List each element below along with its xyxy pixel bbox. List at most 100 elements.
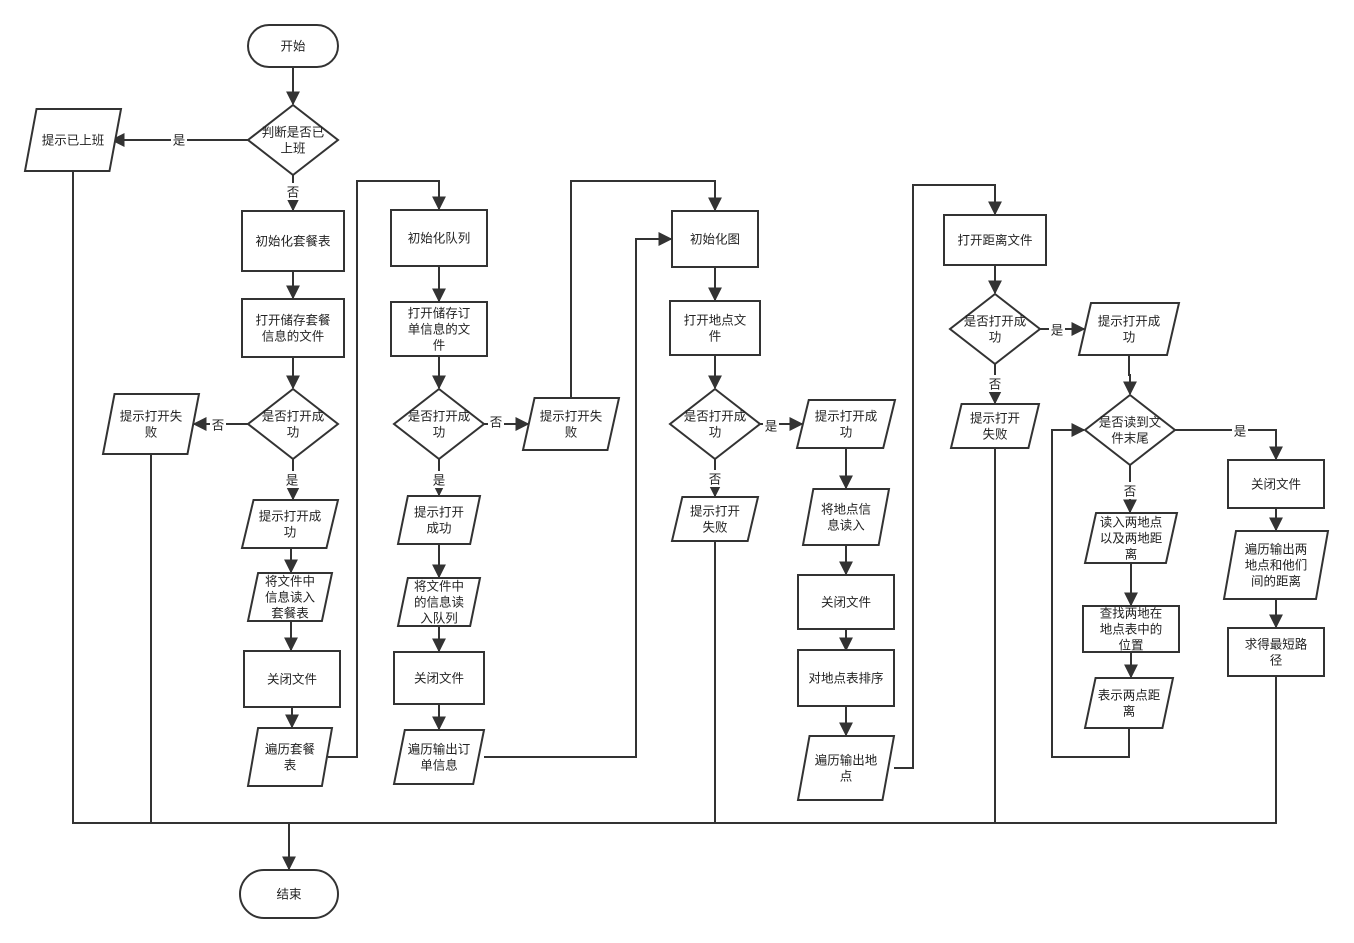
- node-order-success: 提示打开成功: [396, 495, 482, 545]
- svg-text:否: 否: [212, 418, 225, 433]
- node-dist-traverse: 遍历输出两地点和他们间的距离: [1222, 530, 1330, 600]
- node-label: 是否打开成功: [964, 314, 1027, 345]
- node-menu-open-ok: 是否打开成功: [246, 387, 340, 461]
- node-label: 表示两点距离: [1098, 688, 1161, 719]
- flowchart-nodes: 开始判断是否已上班提示已上班初始化套餐表打开储存套餐信息的文件是否打开成功提示打…: [23, 24, 1330, 919]
- svg-text:否: 否: [490, 415, 503, 430]
- node-open-dist-file: 打开距离文件: [943, 214, 1047, 266]
- node-start: 开始: [247, 24, 339, 68]
- node-label: 初始化队列: [408, 231, 471, 246]
- edge-label-dist-no: 否: [987, 375, 1003, 392]
- node-label: 打开储存订单信息的文件: [408, 306, 471, 353]
- node-label: 提示打开失败: [690, 504, 740, 535]
- edge-eof-yes: [1175, 429, 1283, 461]
- node-place-traverse: 遍历输出地点: [796, 735, 896, 801]
- edge-label-eof-no: 否: [1122, 482, 1138, 499]
- node-menu-read: 将文件中信息读入套餐表: [246, 572, 334, 622]
- svg-text:是: 是: [433, 473, 446, 488]
- node-open-place-file: 打开地点文件: [669, 300, 761, 356]
- node-label: 打开地点文件: [684, 313, 747, 344]
- node-label: 读入两地点以及两地距离: [1100, 515, 1163, 562]
- node-label: 初始化套餐表: [255, 234, 331, 249]
- node-label: 遍历输出地点: [815, 753, 878, 784]
- node-dist-repr: 表示两点距离: [1083, 677, 1175, 729]
- node-init-queue: 初始化队列: [390, 209, 488, 267]
- edge-label-place-yes: 是: [763, 417, 779, 434]
- node-label: 是否打开成功: [262, 409, 325, 440]
- edge-bus-main: [72, 171, 1277, 824]
- node-dist-fail: 提示打开失败: [949, 403, 1041, 449]
- node-menu-close: 关闭文件: [243, 650, 341, 708]
- node-dist-find: 查找两地在地点表中的位置: [1082, 605, 1180, 653]
- edge-menu-to-queue: [328, 180, 446, 758]
- node-place-success: 提示打开成功: [795, 399, 897, 449]
- flowchart-edges: [72, 67, 1283, 871]
- node-place-fail: 提示打开失败: [670, 496, 760, 542]
- node-order-close: 关闭文件: [393, 651, 485, 705]
- edge-label-menu-yes: 是: [284, 471, 300, 488]
- node-label: 将文件中的信息读入队列: [414, 579, 464, 626]
- node-place-close: 关闭文件: [797, 574, 895, 630]
- node-label: 关闭文件: [821, 595, 871, 610]
- edge-label-order-yes: 是: [431, 471, 447, 488]
- edge-place-to-dist: [894, 184, 1002, 769]
- svg-text:是: 是: [286, 473, 299, 488]
- node-label: 结束: [276, 887, 302, 902]
- node-label: 是否读到文件末尾: [1099, 415, 1162, 446]
- node-label: 将文件中信息读入套餐表: [265, 574, 316, 621]
- svg-text:否: 否: [1124, 484, 1137, 499]
- node-label: 关闭文件: [414, 671, 464, 686]
- node-init-graph: 初始化图: [671, 210, 759, 268]
- edge-label-dist-yes: 是: [1049, 321, 1065, 338]
- node-place-sort: 对地点表排序: [797, 649, 895, 707]
- node-label: 打开距离文件: [957, 233, 1032, 248]
- node-label: 对地点表排序: [808, 671, 883, 686]
- edge-label-place-no: 否: [707, 470, 723, 487]
- node-end: 结束: [239, 869, 339, 919]
- node-label: 求得最短路径: [1245, 637, 1308, 668]
- edge-label-order-no: 否: [488, 413, 504, 430]
- edge-label-eof-yes: 是: [1232, 422, 1248, 439]
- edge-label-menu-no: 否: [210, 416, 226, 433]
- svg-text:是: 是: [173, 133, 186, 148]
- svg-text:否: 否: [709, 472, 722, 487]
- node-order-fail: 提示打开失败: [521, 397, 621, 451]
- node-label: 遍历输出两地点和他们间的距离: [1245, 542, 1308, 589]
- node-label: 遍历套餐表: [265, 742, 316, 773]
- edge-order-to-graph: [484, 232, 673, 758]
- node-label: 关闭文件: [1251, 477, 1301, 492]
- node-label: 打开储存套餐信息的文件: [255, 313, 331, 344]
- node-label: 开始: [280, 39, 306, 54]
- node-label: 提示已上班: [42, 133, 105, 148]
- node-label: 判断是否已上班: [262, 125, 325, 156]
- node-menu-success: 提示打开成功: [240, 499, 340, 549]
- svg-text:是: 是: [1234, 424, 1247, 439]
- node-label: 提示打开失败: [540, 409, 603, 440]
- node-dist-success: 提示打开成功: [1077, 302, 1181, 356]
- node-label: 提示打开成功: [815, 409, 878, 440]
- node-check-onduty: 判断是否已上班: [246, 103, 340, 177]
- node-order-read: 将文件中的信息读入队列: [396, 577, 482, 627]
- node-dist-read: 读入两地点以及两地距离: [1083, 512, 1179, 564]
- edge-order-fail-to-graph: [570, 180, 722, 398]
- node-prompt-onduty: 提示已上班: [23, 108, 123, 172]
- node-open-order-file: 打开储存订单信息的文件: [390, 301, 488, 357]
- edge-loop-back: [1051, 423, 1130, 758]
- node-label: 提示打开失败: [970, 411, 1020, 442]
- node-dist-close: 关闭文件: [1227, 459, 1325, 509]
- node-label: 提示打开失败: [120, 409, 183, 440]
- node-dist-eof: 是否读到文件末尾: [1083, 393, 1177, 467]
- svg-text:否: 否: [989, 377, 1002, 392]
- node-label: 提示打开成功: [414, 505, 464, 536]
- svg-text:否: 否: [287, 185, 300, 200]
- node-menu-traverse: 遍历套餐表: [246, 727, 334, 787]
- node-label: 关闭文件: [267, 672, 317, 687]
- edge-label-onduty-no: 否: [285, 183, 301, 200]
- edge-label-onduty-yes: 是: [171, 131, 187, 148]
- edge-dist-success-eof: [1123, 355, 1137, 396]
- node-dist-open-ok: 是否打开成功: [948, 292, 1042, 366]
- node-label: 初始化图: [690, 232, 740, 247]
- node-menu-fail: 提示打开失败: [101, 393, 201, 455]
- node-label: 查找两地在地点表中的位置: [1100, 606, 1163, 653]
